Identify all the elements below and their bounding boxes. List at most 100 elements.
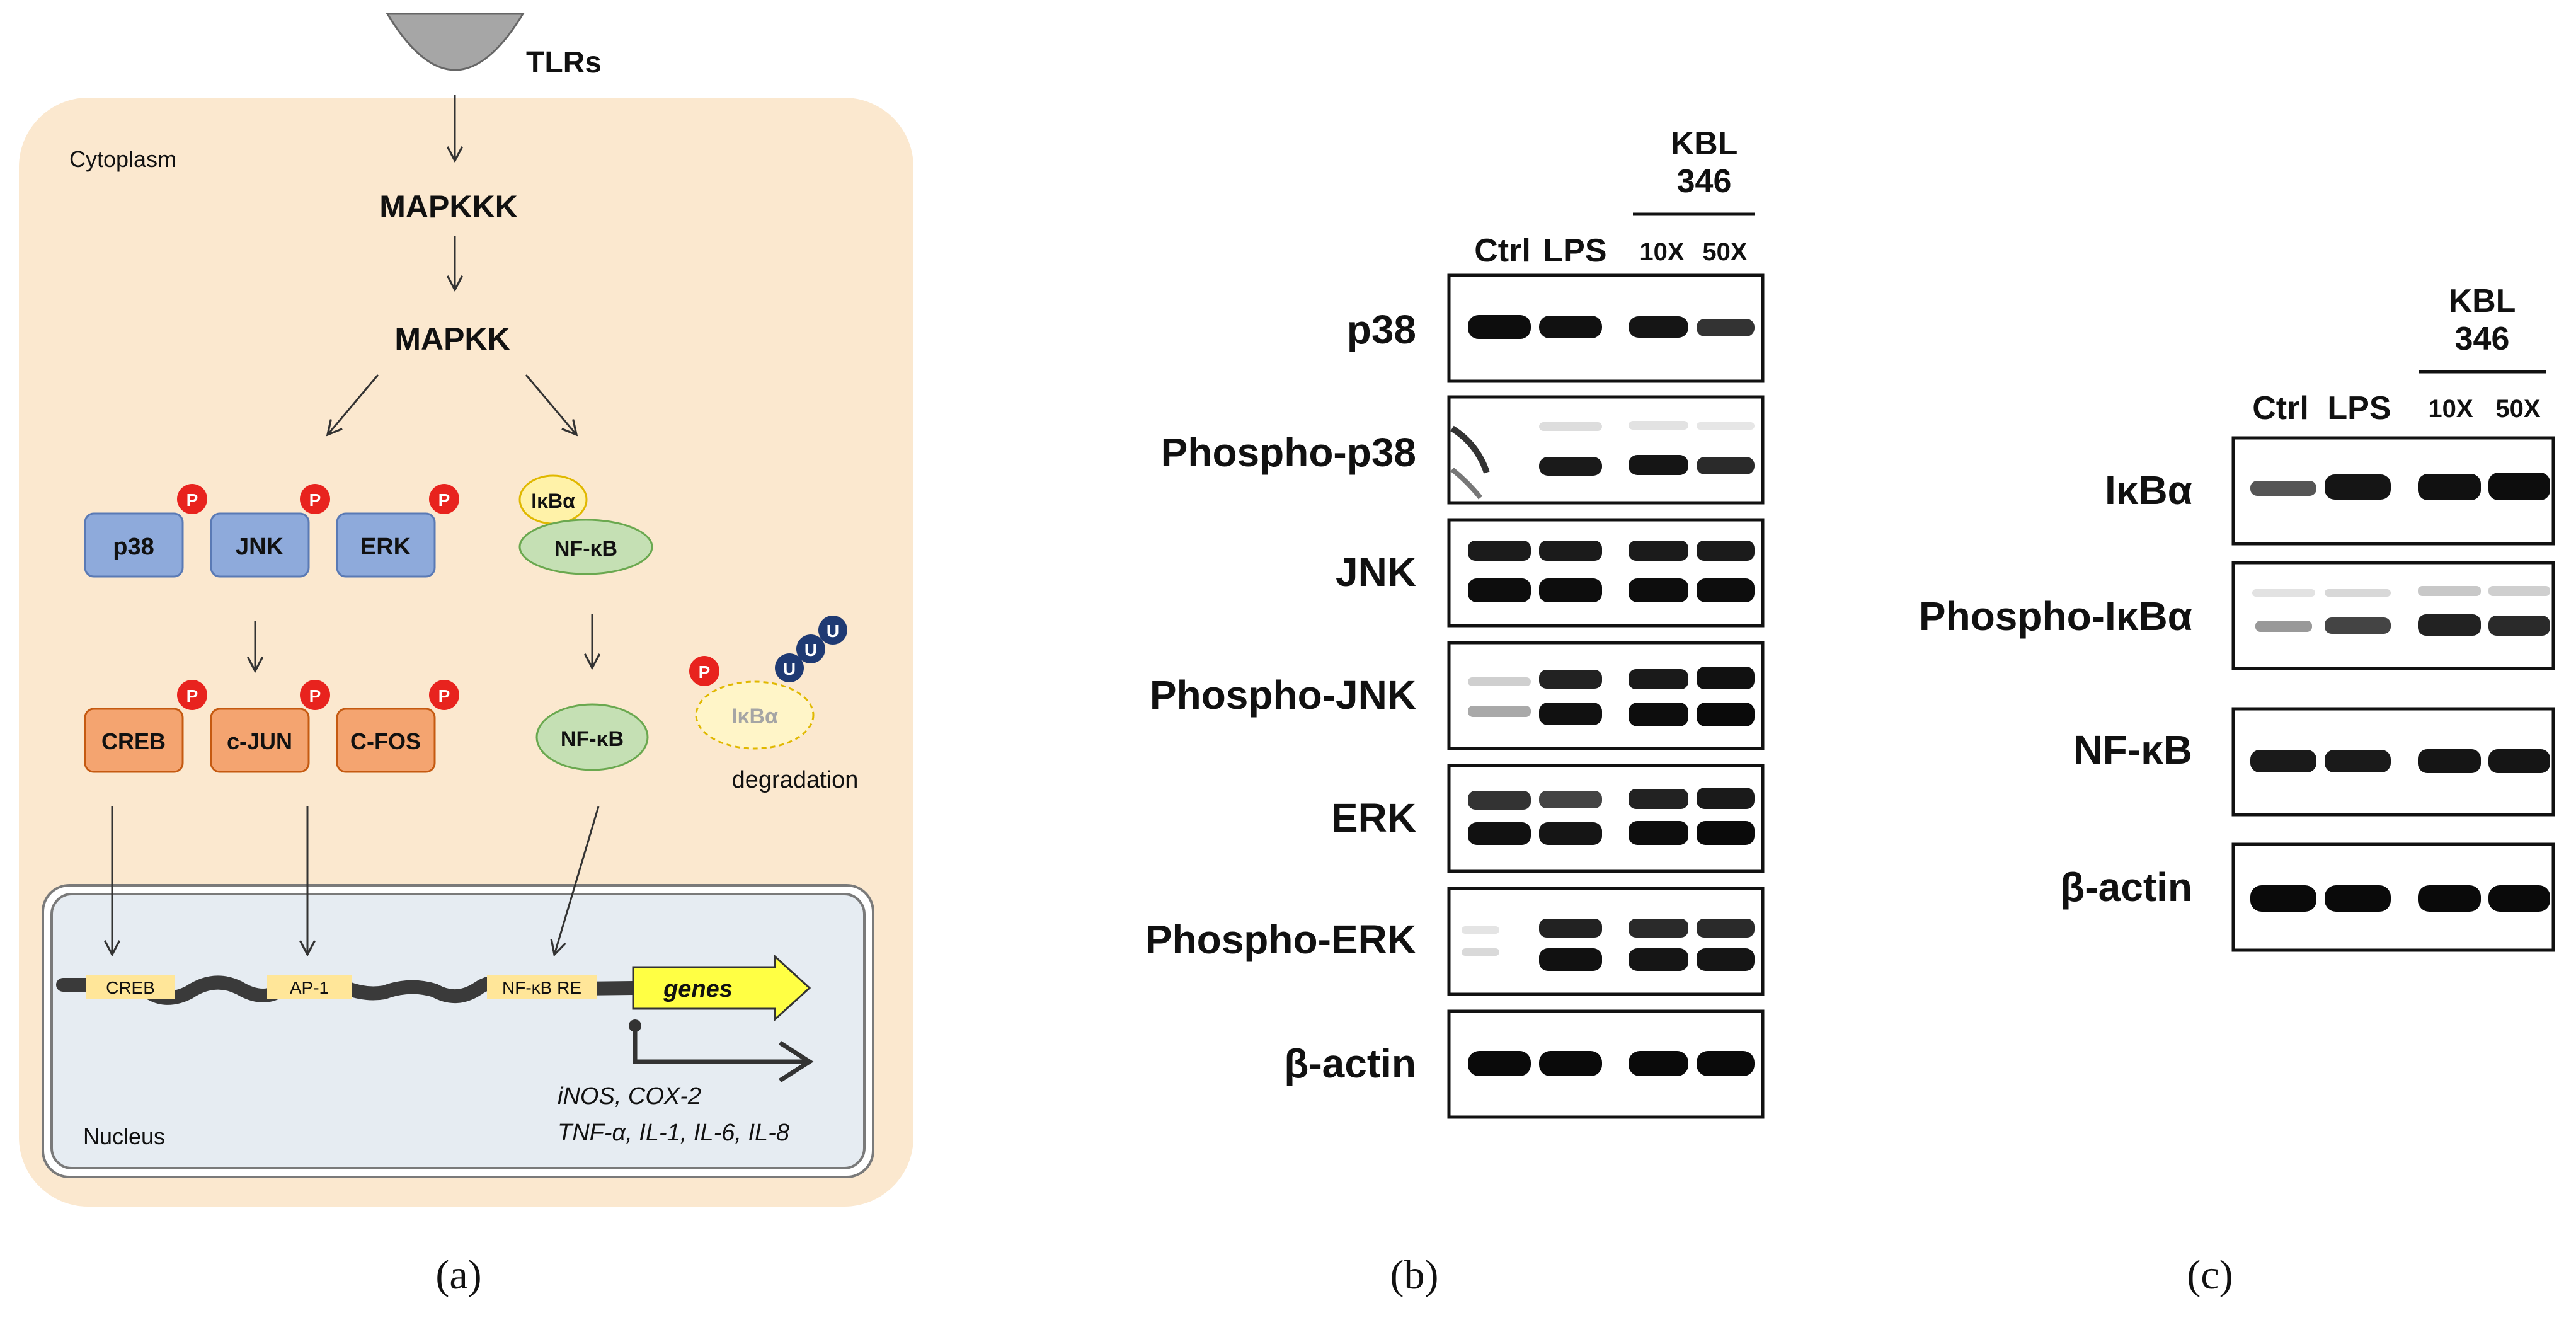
ikba-degraded-oval <box>695 680 815 750</box>
ubiquitin-marker-1: U <box>775 653 804 682</box>
row-label-phospho-erk: Phospho-ERK <box>1145 917 1416 962</box>
erk-kinase-box <box>336 512 436 578</box>
target-genes-line2: TNF-α, IL-1, IL-6, IL-8 <box>558 1120 789 1146</box>
panel-a-signaling-diagram: TLRs Cytoplasm MAPKKK MAPKK p38 JNK ERK … <box>19 13 913 1298</box>
nfkb-free-label: NF-κB <box>561 727 624 751</box>
phospho-marker-jnk: P <box>300 484 330 514</box>
degradation-label: degradation <box>732 767 859 793</box>
bands-phospho-ikba <box>2252 586 2550 636</box>
lane-label-lps: LPS <box>2327 390 2391 427</box>
blot-panel-phospho-erk <box>1447 887 1765 996</box>
arrow-mapkk-ikba <box>525 374 576 435</box>
nfkb-complex-label: NF-κB <box>554 537 617 561</box>
svg-text:P: P <box>438 686 450 706</box>
ubiquitin-marker-3: U <box>818 616 847 645</box>
mapkkk-label: MAPKKK <box>379 189 517 224</box>
bands-phospho-erk <box>1462 919 1755 971</box>
phospho-marker-ikba: P <box>689 656 719 686</box>
panel-b-western-blot: KBL 346 Ctrl LPS 10X 50X p38 Phospho-p38… <box>1145 125 1765 1298</box>
blot-panel-phospho-p38 <box>1447 395 1765 505</box>
lane-label-10x: 10X <box>2428 395 2473 423</box>
lane-label-ctrl: Ctrl <box>1474 232 1531 269</box>
phospho-marker-creb: P <box>177 680 207 710</box>
svg-text:U: U <box>827 621 839 641</box>
jnk-kinase-label: JNK <box>236 534 284 560</box>
caption-a: (a) <box>435 1252 481 1298</box>
erk-kinase-label: ERK <box>360 534 411 560</box>
jnk-kinase-box <box>210 512 310 578</box>
svg-text:U: U <box>804 640 817 660</box>
treatment-group-label-line1: KBL <box>1671 125 1738 162</box>
creb-tf-box <box>84 708 184 773</box>
svg-text:P: P <box>309 686 321 706</box>
row-label-phospho-jnk: Phospho-JNK <box>1150 672 1416 718</box>
bands-beta-actin <box>2250 885 2550 912</box>
lane-label-ctrl: Ctrl <box>2252 390 2309 427</box>
row-label-p38: p38 <box>1347 307 1416 352</box>
creb-binding-element <box>86 975 175 999</box>
row-label-nfkb: NF-κB <box>2073 727 2192 772</box>
cjun-tf-label: c-JUN <box>227 728 292 754</box>
creb-element-label: CREB <box>106 978 155 997</box>
blot-panel-phospho-jnk <box>1447 641 1765 750</box>
row-label-ikba: IκBα <box>2105 468 2192 513</box>
lane-label-50x: 50X <box>1702 238 1747 266</box>
arrow-nfkb-dna <box>554 806 600 955</box>
bands-ikba <box>2250 473 2550 500</box>
bands-phospho-p38 <box>1450 421 1755 500</box>
row-label-beta-actin: β-actin <box>2060 864 2192 910</box>
treatment-group-label-line1: KBL <box>2449 283 2516 319</box>
genes-label: genes <box>663 976 733 1002</box>
cjun-tf-box <box>210 708 310 773</box>
nfkb-complex-oval <box>518 519 653 575</box>
row-label-erk: ERK <box>1331 795 1416 841</box>
lane-label-10x: 10X <box>1639 238 1684 266</box>
ubiquitin-marker-2: U <box>796 634 825 663</box>
genes-arrow <box>632 954 811 1022</box>
arrow-mapkk-kinases <box>328 374 379 435</box>
bands-phospho-jnk <box>1468 667 1755 726</box>
phospho-marker-erk: P <box>429 484 459 514</box>
ap1-element-label: AP-1 <box>290 978 329 997</box>
svg-text:P: P <box>309 490 321 510</box>
cfos-tf-label: C-FOS <box>350 728 421 754</box>
phospho-marker-cfos: P <box>429 680 459 710</box>
blot-panel-jnk <box>1447 518 1765 628</box>
cytoplasm-label: Cytoplasm <box>69 146 176 172</box>
blot-panel-erk <box>1447 764 1765 873</box>
caption-b: (b) <box>1390 1252 1439 1298</box>
nfkb-re-element-label: NF-κB RE <box>502 978 581 997</box>
nfkb-free-oval <box>535 703 649 771</box>
phospho-marker-cjun: P <box>300 680 330 710</box>
nucleus-label: Nucleus <box>83 1123 165 1149</box>
svg-text:P: P <box>186 490 198 510</box>
p38-kinase-label: p38 <box>113 534 154 560</box>
row-label-beta-actin: β-actin <box>1284 1041 1416 1086</box>
phospho-marker-p38: P <box>177 484 207 514</box>
row-label-phospho-p38: Phospho-p38 <box>1161 430 1416 475</box>
svg-text:P: P <box>186 686 198 706</box>
caption-c: (c) <box>2187 1252 2233 1298</box>
transcription-arrow <box>633 1026 806 1064</box>
ikba-label: IκBα <box>531 490 575 512</box>
bands-jnk <box>1468 541 1755 602</box>
bands-erk <box>1468 788 1755 845</box>
tlr-receptor-icon <box>386 13 525 71</box>
ikba-degraded-label: IκBα <box>731 704 778 728</box>
p38-kinase-box <box>84 512 184 578</box>
tlrs-label: TLRs <box>526 46 602 79</box>
mapkk-label: MAPKK <box>394 321 510 357</box>
bands-beta-actin <box>1468 1051 1755 1076</box>
treatment-group-label-line2: 346 <box>1677 163 1732 200</box>
row-label-jnk: JNK <box>1336 549 1416 595</box>
svg-text:P: P <box>699 662 711 682</box>
bands-nfkb <box>2250 749 2550 773</box>
svg-text:P: P <box>438 490 450 510</box>
target-genes-line1: iNOS, COX-2 <box>558 1083 701 1110</box>
svg-text:U: U <box>783 659 796 679</box>
creb-tf-label: CREB <box>101 728 166 754</box>
panel-c-western-blot: KBL 346 Ctrl LPS 10X 50X IκBα Phospho-Iκ… <box>1919 283 2555 1298</box>
cfos-tf-box <box>336 708 436 773</box>
bands-p38 <box>1468 315 1755 339</box>
